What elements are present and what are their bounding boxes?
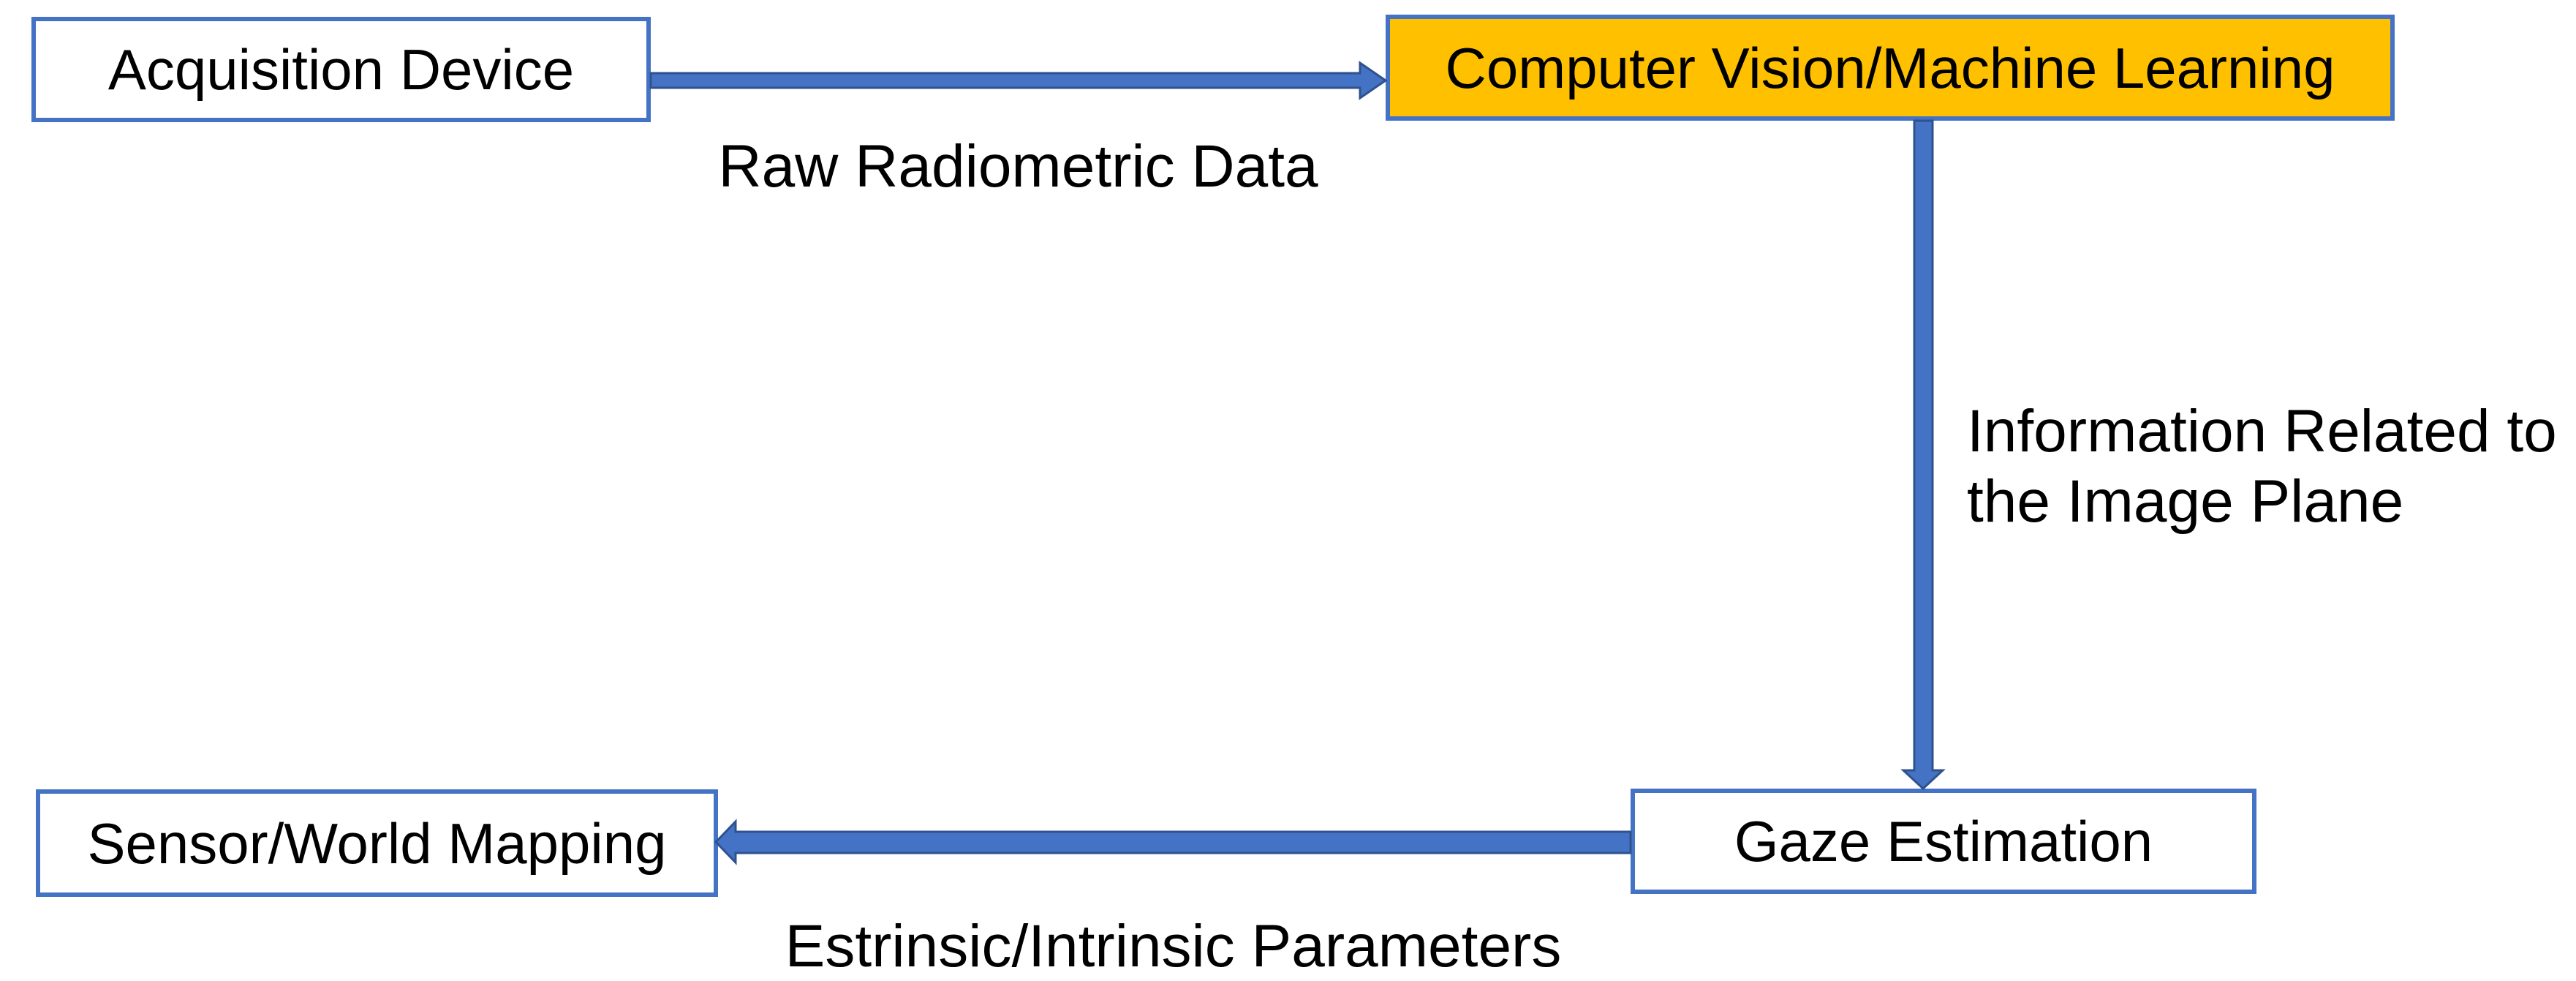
node-computer-vision-machine-learning-label: Computer Vision/Machine Learning [1445, 35, 2335, 100]
node-gaze-estimation-label: Gaze Estimation [1734, 809, 2153, 873]
right-arrow-icon [649, 61, 1388, 100]
edge-label-raw-radiometric-data-text: Raw Radiometric Data [718, 133, 1318, 200]
edge-label-estrinsic-intrinsic-parameters: Estrinsic/Intrinsic Parameters [716, 912, 1631, 981]
node-acquisition-device-label: Acquisition Device [107, 37, 575, 102]
arrow-acquisition-to-cvml-icon [649, 61, 1388, 100]
edge-label-information-image-plane: Information Related to the Image Plane [1967, 396, 2576, 537]
down-arrow-icon [1900, 119, 1946, 791]
node-sensor-world-mapping-label: Sensor/World Mapping [87, 811, 667, 876]
node-sensor-world-mapping: Sensor/World Mapping [36, 789, 718, 897]
node-gaze-estimation: Gaze Estimation [1631, 789, 2256, 894]
arrow-gaze-to-sensor-icon [714, 819, 1632, 865]
left-arrow-icon [714, 819, 1632, 865]
arrow-cvml-to-gaze-icon [1900, 119, 1946, 791]
edge-label-raw-radiometric-data: Raw Radiometric Data [651, 132, 1386, 202]
edge-label-estrinsic-intrinsic-parameters-text: Estrinsic/Intrinsic Parameters [785, 913, 1562, 980]
node-computer-vision-machine-learning: Computer Vision/Machine Learning [1386, 15, 2395, 121]
node-acquisition-device: Acquisition Device [31, 17, 651, 122]
edge-label-information-image-plane-line2: the Image Plane [1967, 468, 2404, 535]
edge-label-information-image-plane-line1: Information Related to [1967, 398, 2557, 465]
